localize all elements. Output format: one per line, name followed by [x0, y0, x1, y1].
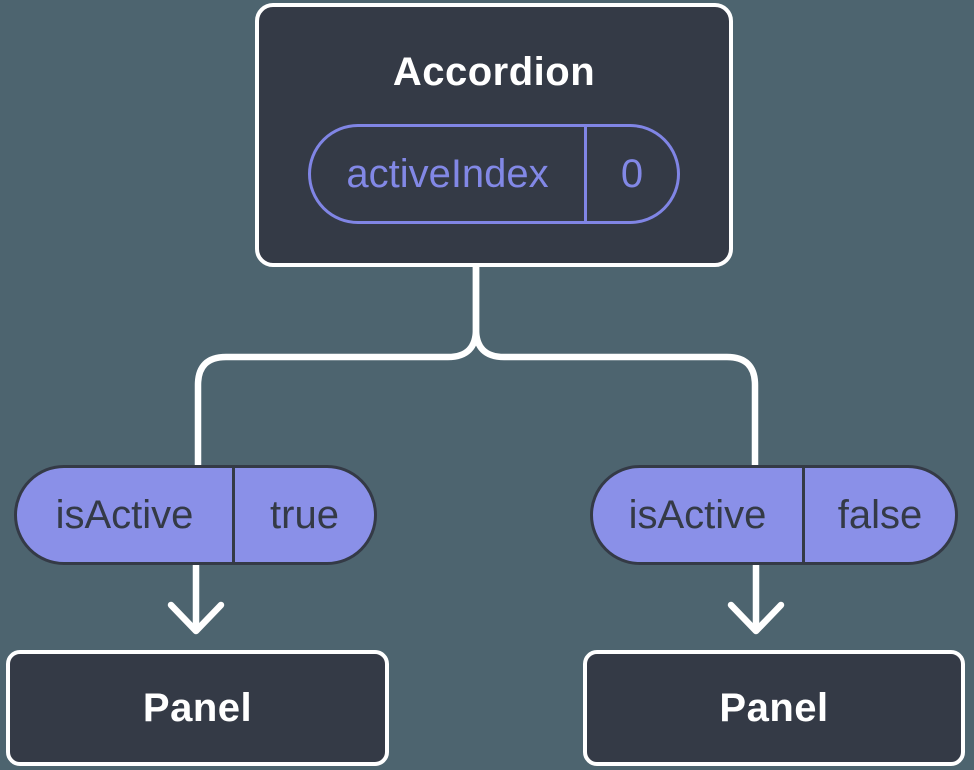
state-pill-divider [584, 127, 587, 221]
panel-node-right: Panel [583, 650, 965, 766]
arrow-down-left-icon [167, 559, 225, 635]
prop-pill-left-value: true [270, 493, 339, 537]
state-pill-label: activeIndex [346, 152, 549, 196]
prop-pill-left-label: isActive [55, 493, 194, 537]
state-pill-value: 0 [620, 152, 644, 196]
prop-pill-right-label: isActive [628, 493, 767, 537]
panel-node-right-title: Panel [719, 686, 829, 730]
branch-right-connector [472, 264, 759, 467]
prop-pill-right-divider [802, 468, 805, 562]
accordion-node-title: Accordion [392, 50, 596, 94]
prop-pill-left-divider [232, 468, 235, 562]
arrow-down-right-icon [727, 559, 785, 635]
prop-pill-left: isActive true [14, 465, 377, 565]
state-pill: activeIndex 0 [308, 124, 680, 224]
prop-pill-right: isActive false [590, 465, 958, 565]
accordion-node: Accordion activeIndex 0 [255, 3, 733, 267]
panel-node-left-title: Panel [142, 686, 253, 730]
prop-pill-right-value: false [837, 493, 923, 537]
panel-node-left: Panel [6, 650, 389, 766]
branch-left-connector [194, 264, 480, 467]
